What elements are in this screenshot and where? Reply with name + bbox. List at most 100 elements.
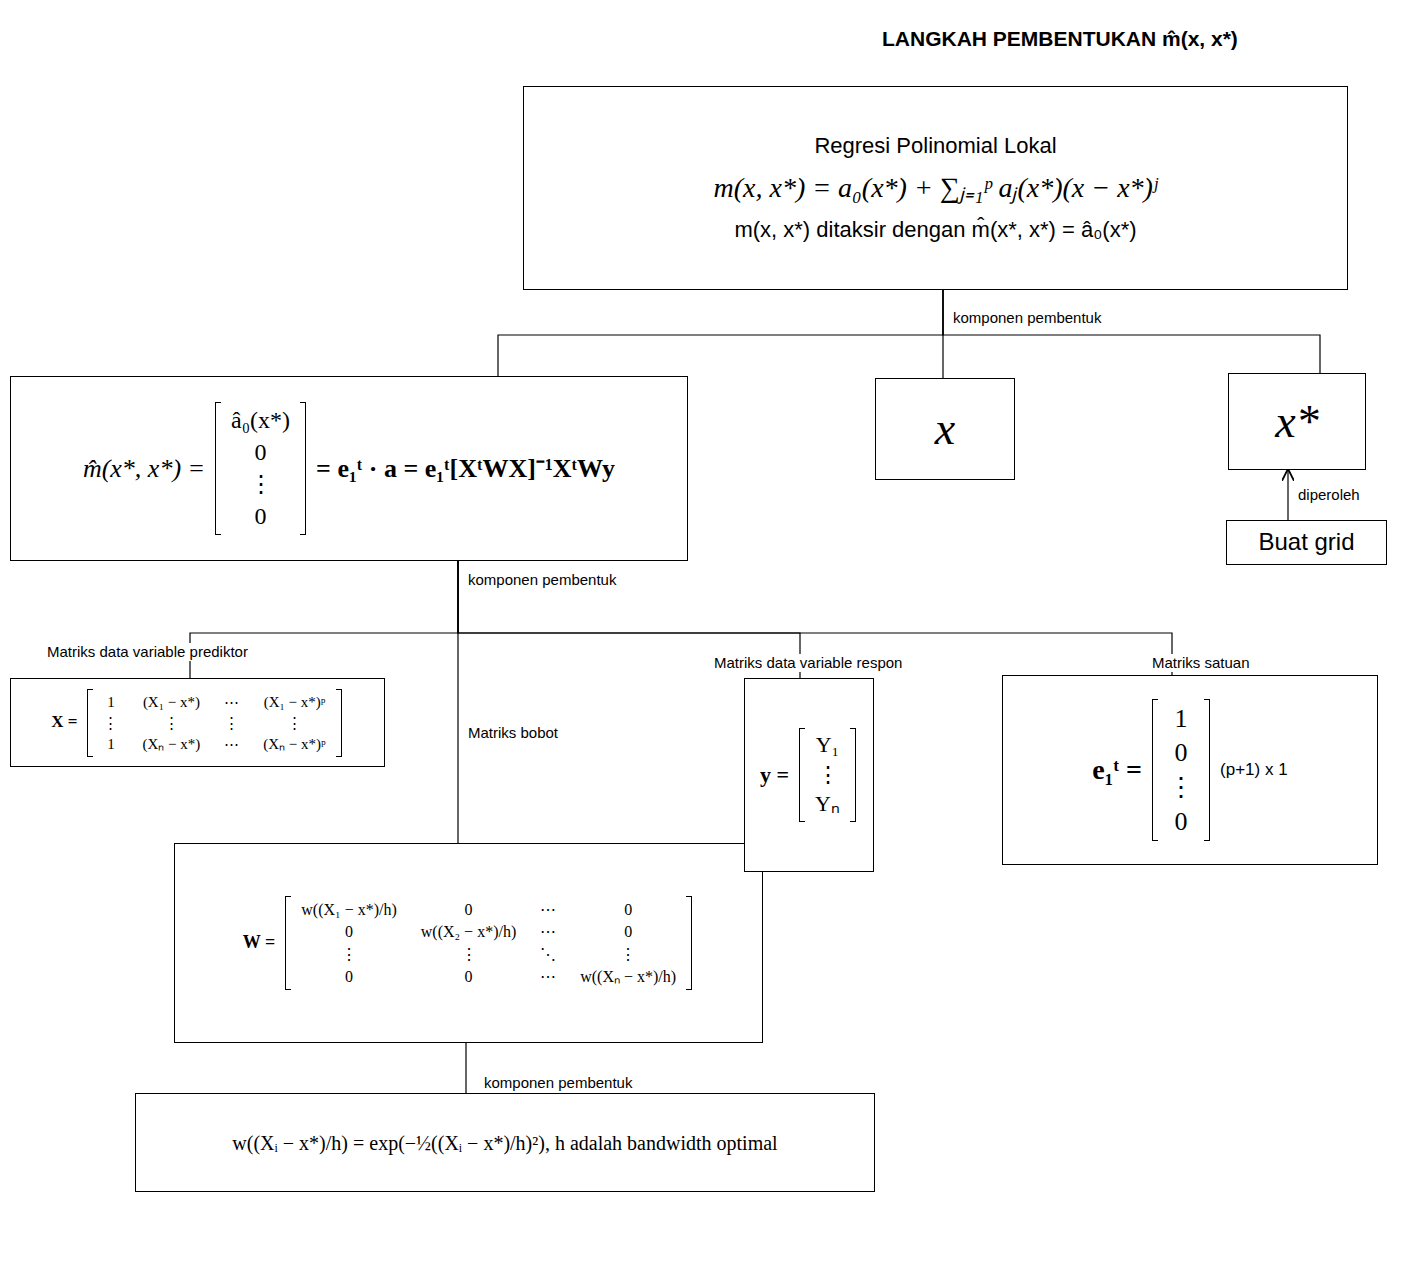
node-text: ⋮: [249, 470, 273, 499]
annotation-label: komponen pembentuk: [482, 1074, 634, 1092]
matrix-bracket: [215, 402, 221, 534]
node-text: (p+1) x 1: [1220, 760, 1288, 780]
node-text: 0: [465, 967, 473, 986]
node-text: 0: [624, 922, 632, 941]
process-box: Buat grid: [1226, 520, 1387, 565]
node-text: Y₁: [816, 732, 840, 758]
node-text: (X₁ − x*)ᵖ: [264, 693, 326, 711]
node-text: ⋱: [540, 945, 556, 964]
formula-box: m̂(x*, x*) = â₀(x*) 0 ⋮ 0 = e₁ᵗ · a = e₁ᵗ[XᵗW…: [10, 376, 688, 561]
node-text: 0: [465, 900, 473, 919]
node-text: X =: [51, 712, 77, 732]
matrix-box: e₁ᵗ =10⋮0(p+1) x 1: [1002, 675, 1378, 865]
node-text: (Xₙ − x*)ᵖ: [263, 735, 325, 753]
node-text: e₁ᵗ =: [1092, 753, 1142, 787]
node-content: y = Y₁ ⋮ Yₙ: [756, 728, 862, 821]
node-text: ⋮: [287, 714, 302, 732]
node-text: m̂(x*, x*) =: [83, 453, 205, 484]
node-content: x*: [1271, 394, 1322, 449]
node-text: ⋯: [224, 693, 239, 711]
node-text: ⋯: [540, 922, 556, 941]
matrix-bracket: [686, 896, 692, 990]
node-text: 0: [1175, 737, 1188, 768]
node-text: (Xₙ − x*): [142, 735, 200, 753]
node-text: w((X₂ − x*)/h): [421, 922, 516, 941]
node-text: 1: [107, 735, 115, 753]
variable-box: x: [875, 378, 1015, 480]
node-text: Yₙ: [815, 791, 840, 817]
connector-line: [1287, 470, 1288, 520]
matrix-grid: 10⋮0: [1152, 699, 1210, 841]
node-text: (X₁ − x*): [143, 693, 200, 711]
node-text: ⋮: [1168, 772, 1194, 803]
node-text: w((Xᵢ − x*)/h) = exp(−½((Xᵢ − x*)/h)²), …: [232, 1131, 777, 1155]
matrix-bracket: [1152, 699, 1158, 841]
node-text: y =: [760, 762, 789, 788]
node-text: m(x, x*) = a₀(x*) + ∑ⱼ₌₁ᵖ aⱼ(x*)(x − x*)…: [713, 171, 1157, 205]
connector-line: [465, 1043, 466, 1093]
connector-label: Matriks satuan: [1150, 654, 1252, 672]
formula-box: w((Xᵢ − x*)/h) = exp(−½((Xᵢ − x*)/h)²), …: [135, 1093, 875, 1192]
node-text: 0: [345, 922, 353, 941]
node-text: ⋮: [461, 945, 477, 964]
node-text: 1: [107, 693, 115, 711]
node-text: ⋮: [164, 714, 179, 732]
node-content: X = 1 (X₁ − x*) ⋯ (X₁ − x*)ᵖ ⋮ ⋮ ⋮ ⋮ 1 (Xₙ − x*) ⋯ (…: [47, 689, 347, 757]
node-content: x: [931, 401, 959, 456]
matrix-bracket: [300, 402, 306, 534]
node-text: ⋮: [103, 714, 118, 732]
matrix-bracket: [1204, 699, 1210, 841]
node-text: 0: [255, 438, 267, 467]
node-text: 0: [345, 967, 353, 986]
node-text: Regresi Polinomial Lokal: [814, 133, 1056, 159]
connector-label: diperoleh: [1296, 486, 1362, 504]
node-text: m(x, x*) ditaksir dengan m̂(x*, x*) = â₀…: [734, 217, 1136, 243]
matrix-bracket: [285, 896, 291, 990]
node-text: x: [935, 401, 955, 456]
connector-line: [498, 290, 943, 376]
node-text: ⋯: [540, 900, 556, 919]
node-text: w((Xₙ − x*)/h): [580, 967, 676, 986]
matrix-grid: â₀(x*) 0 ⋮ 0: [215, 402, 306, 534]
node-text: Buat grid: [1258, 528, 1354, 557]
node-text: ⋯: [224, 735, 239, 753]
matrix-bracket: [87, 689, 93, 757]
node-text: 0: [624, 900, 632, 919]
annotation-label: komponen pembentuk: [466, 571, 618, 589]
matrix-grid: 1 (X₁ − x*) ⋯ (X₁ − x*)ᵖ ⋮ ⋮ ⋮ ⋮ 1 (Xₙ − x*) ⋯ (Xₙ …: [87, 689, 341, 757]
connector-label: Matriks bobot: [466, 724, 560, 742]
annotation-label: komponen pembentuk: [951, 309, 1103, 327]
node-text: ⋮: [341, 945, 357, 964]
node-text: ⋮: [620, 945, 636, 964]
node-text: w((X₁ − x*)/h): [301, 900, 396, 919]
node-text: ⋮: [224, 714, 239, 732]
node-content: Buat grid: [1254, 528, 1358, 557]
node-text: x*: [1275, 394, 1318, 449]
node-content: Regresi Polinomial Lokal m(x, x*) = a₀(x*…: [709, 133, 1161, 243]
connector-label: Matriks data variable prediktor: [45, 643, 250, 661]
connector-line: [943, 290, 1320, 373]
node-text: 0: [255, 502, 267, 531]
matrix-bracket: [336, 689, 342, 757]
node-text: 0: [1175, 806, 1188, 837]
node-text: W =: [243, 932, 275, 954]
matrix-bracket: [850, 728, 856, 821]
node-content: e₁ᵗ =10⋮0(p+1) x 1: [1088, 699, 1291, 841]
node-content: W = w((X₁ − x*)/h) 0 ⋯ 0 0 w((X₂ − x*)/h) ⋯ 0 ⋮ ⋮ ⋱…: [239, 896, 698, 990]
matrix-box: W = w((X₁ − x*)/h) 0 ⋯ 0 0 w((X₂ − x*)/h) ⋯ 0 ⋮ ⋮ ⋱…: [174, 843, 763, 1043]
matrix-box: X = 1 (X₁ − x*) ⋯ (X₁ − x*)ᵖ ⋮ ⋮ ⋮ ⋮ 1 (Xₙ − x*) ⋯ (…: [10, 678, 385, 767]
diagram-title: LANGKAH PEMBENTUKAN m̂(x, x*): [880, 26, 1240, 51]
matrix-grid: Y₁ ⋮ Yₙ: [799, 728, 856, 821]
node-text: ⋮: [817, 762, 839, 788]
matrix-box: y = Y₁ ⋮ Yₙ: [744, 678, 874, 872]
matrix-grid: w((X₁ − x*)/h) 0 ⋯ 0 0 w((X₂ − x*)/h) ⋯ 0 ⋮ ⋮ ⋱ ⋮ 0 0…: [285, 896, 692, 990]
node-text: = e₁ᵗ · a = e₁ᵗ[XᵗWX]⁻¹XᵗWy: [316, 453, 615, 484]
node-text: â₀(x*): [231, 406, 290, 435]
connector-label: Matriks data variable respon: [712, 654, 904, 672]
connector-line: [458, 561, 1172, 675]
node-content: w((Xᵢ − x*)/h) = exp(−½((Xᵢ − x*)/h)²), …: [228, 1131, 781, 1155]
node-text: 1: [1175, 703, 1188, 734]
variable-box: x*: [1228, 373, 1366, 470]
node-content: m̂(x*, x*) = â₀(x*) 0 ⋮ 0 = e₁ᵗ · a = e₁ᵗ[XᵗW…: [79, 402, 619, 534]
matrix-bracket: [799, 728, 805, 821]
